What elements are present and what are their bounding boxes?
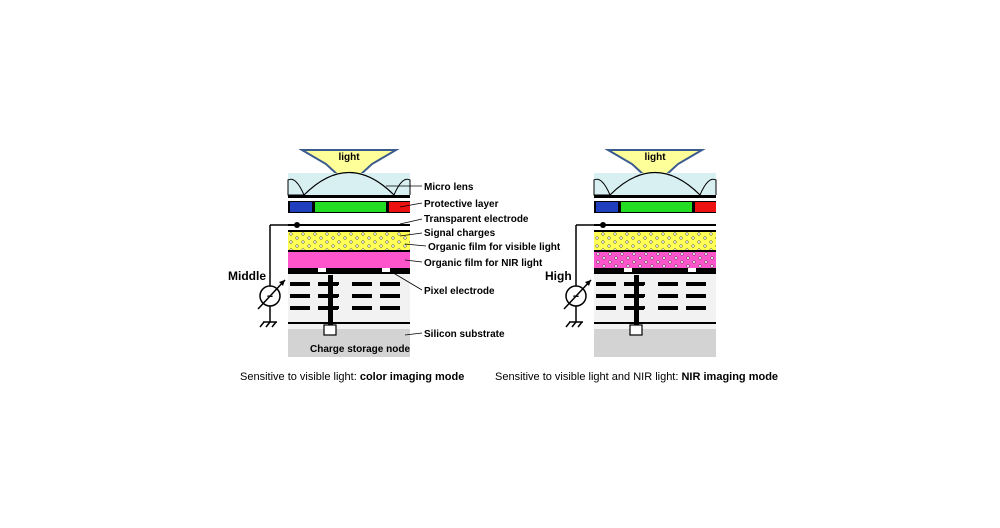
label-leaders bbox=[386, 185, 427, 336]
right-blue-filter bbox=[596, 202, 618, 212]
left-charge-storage-node bbox=[323, 324, 337, 336]
silicon-substrate-label: Silicon substrate bbox=[424, 329, 505, 340]
left-circuit bbox=[259, 224, 297, 328]
charge-storage-node-label: Charge storage node bbox=[310, 344, 410, 355]
svg-text:~: ~ bbox=[573, 291, 580, 303]
organic-nir-label: Organic film for NIR light bbox=[424, 258, 543, 269]
left-blue-filter bbox=[290, 202, 312, 212]
micro-lens-label: Micro lens bbox=[424, 182, 474, 193]
right-transparent-electrode bbox=[594, 224, 716, 226]
right-circuit bbox=[565, 224, 603, 328]
left-arrow-label: light bbox=[338, 152, 360, 163]
right-nir-signal-charges bbox=[594, 252, 716, 268]
left-red-filter bbox=[389, 202, 410, 212]
left-voltage-label: Middle bbox=[228, 269, 266, 283]
left-lens-dome bbox=[303, 172, 395, 196]
signal-charges-label: Signal charges bbox=[424, 228, 496, 239]
organic-visible-label: Organic film for visible light bbox=[428, 242, 561, 253]
protective-layer-label: Protective layer bbox=[424, 199, 499, 210]
left-micro-lens bbox=[287, 172, 411, 198]
right-arrow-label: light bbox=[644, 152, 666, 163]
left-green-filter bbox=[315, 202, 386, 212]
pixel-electrode-label: Pixel electrode bbox=[424, 286, 495, 297]
transparent-electrode-label: Transparent electrode bbox=[424, 214, 529, 225]
left-pixel-electrode-layer bbox=[288, 268, 410, 274]
right-micro-lens bbox=[593, 172, 717, 198]
right-pixel: light bbox=[545, 149, 717, 357]
right-silicon-substrate bbox=[594, 329, 716, 357]
layer-labels: Micro lens Protective layer Transparent … bbox=[310, 182, 561, 355]
right-charge-storage-node bbox=[629, 324, 643, 336]
left-signal-charges bbox=[288, 232, 410, 250]
left-pixel: light bbox=[228, 149, 411, 357]
right-voltage-label: High bbox=[545, 269, 572, 283]
left-transparent-electrode bbox=[288, 224, 410, 226]
right-green-filter bbox=[621, 202, 692, 212]
svg-text:~: ~ bbox=[267, 291, 274, 303]
left-silicon-substrate bbox=[288, 329, 410, 357]
right-red-filter bbox=[695, 202, 716, 212]
left-caption: Sensitive to visible light: color imagin… bbox=[240, 371, 464, 383]
right-caption: Sensitive to visible light and NIR light… bbox=[495, 371, 778, 383]
left-nir-film bbox=[288, 252, 410, 268]
